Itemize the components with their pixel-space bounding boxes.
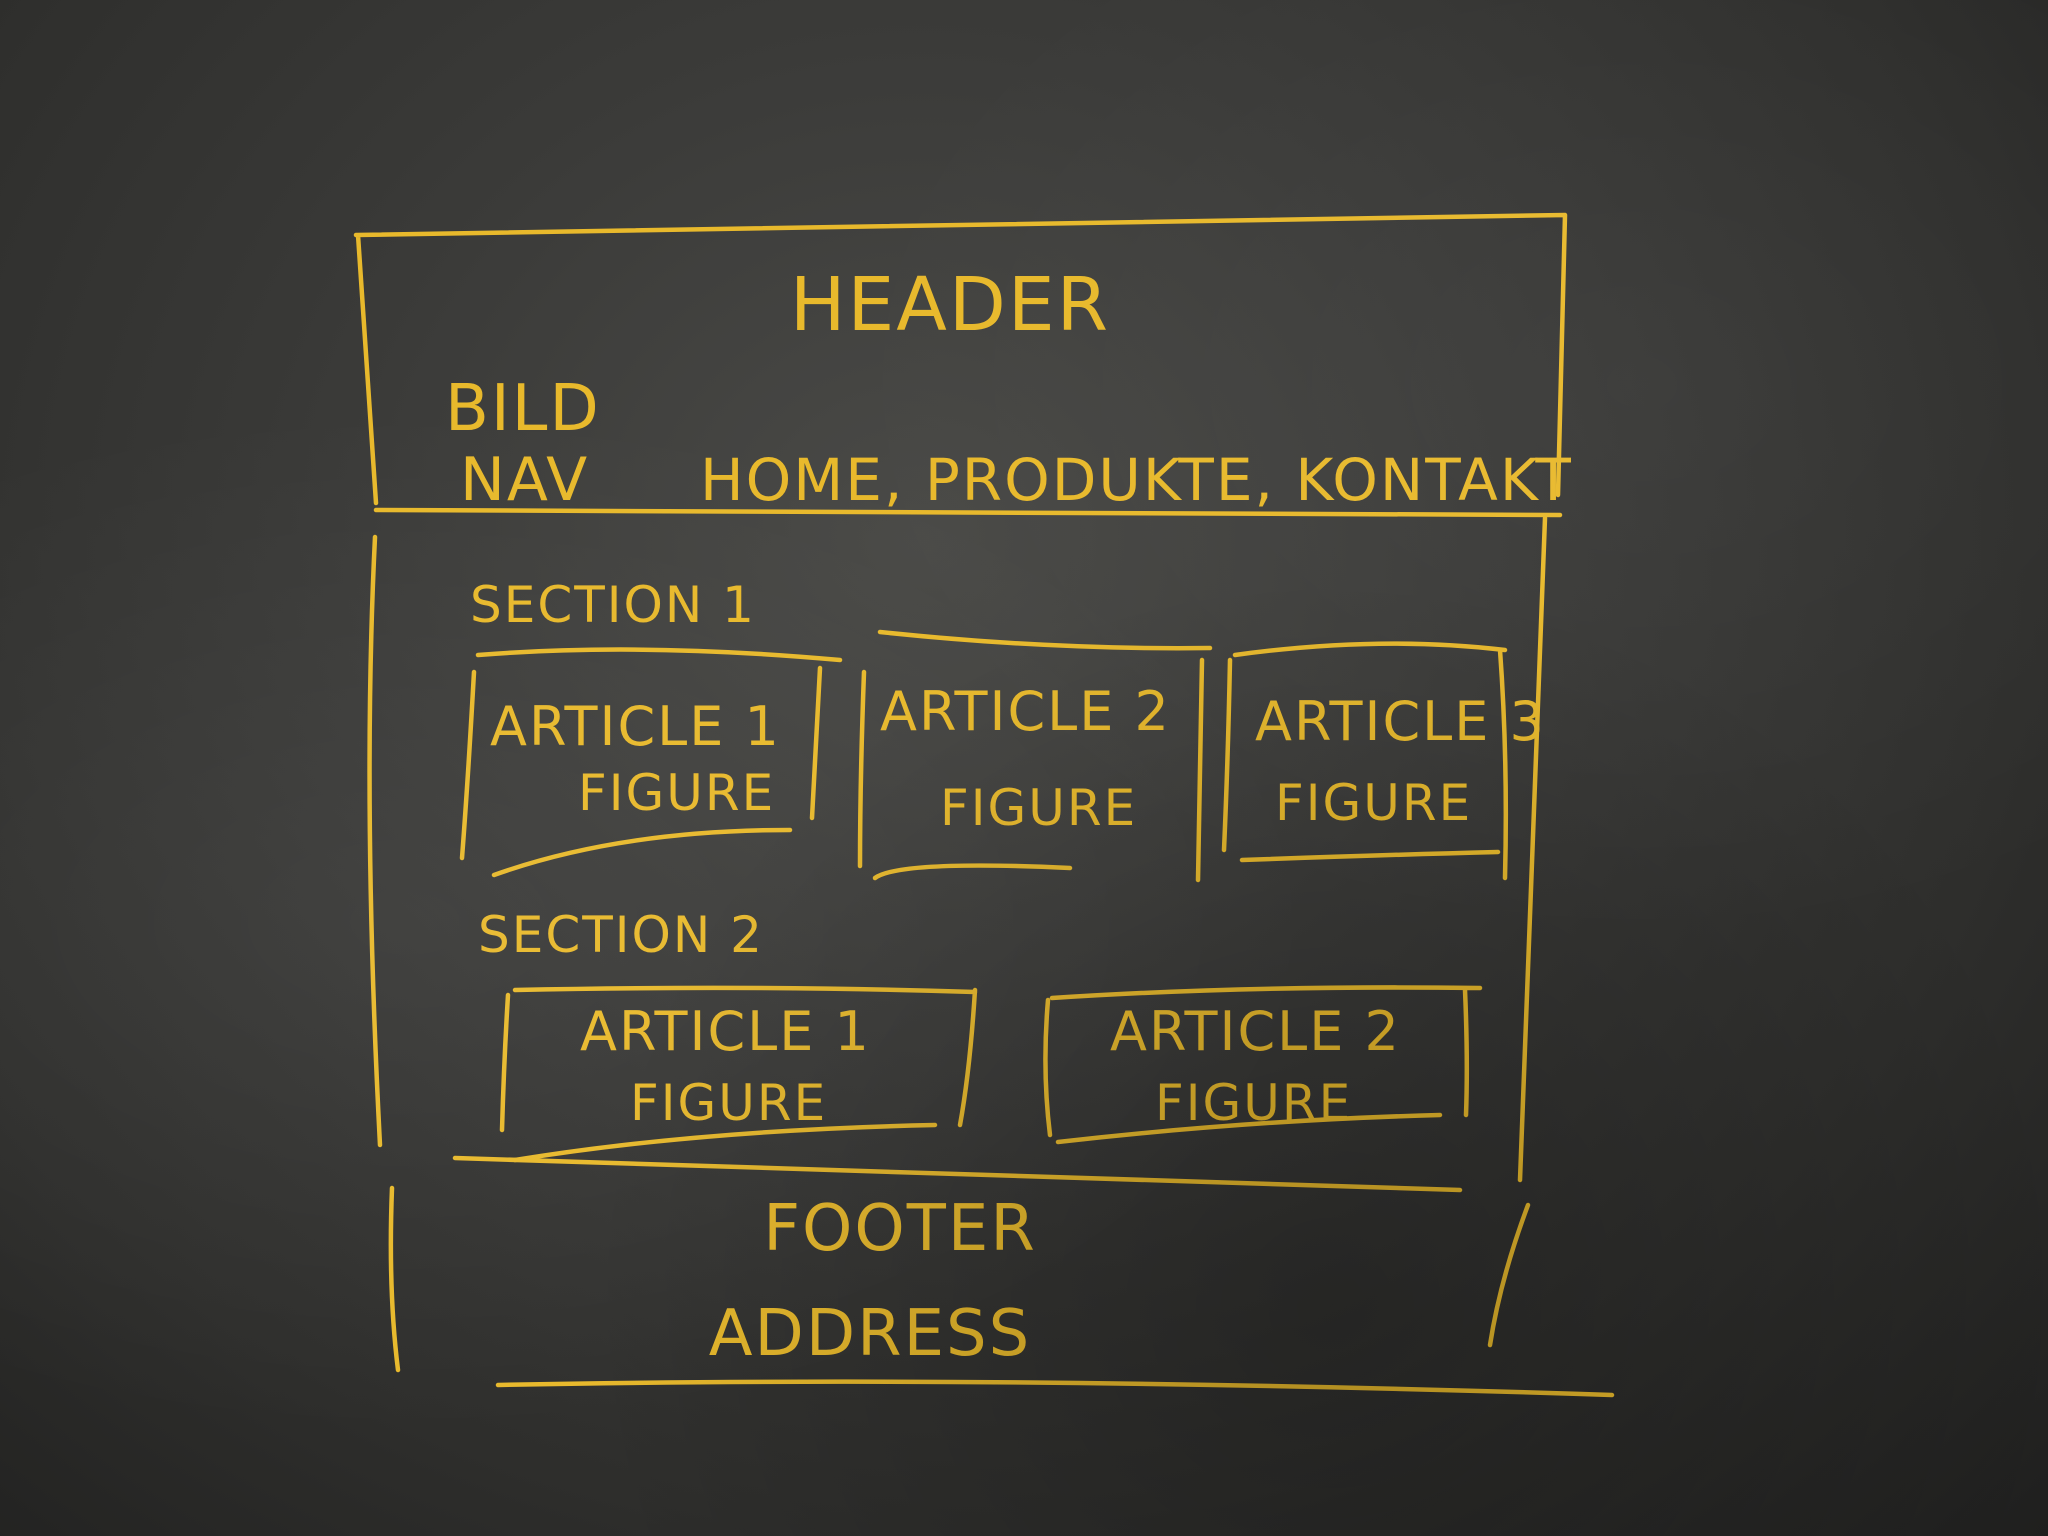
article-figure: FIGURE — [578, 764, 775, 822]
section-2-title: SECTION 2 — [478, 906, 764, 964]
section-1-article-3: ARTICLE 3 FIGURE — [1221, 641, 1546, 881]
footer-box: FOOTER ADDRESS — [388, 1185, 1615, 1398]
footer-address: ADDRESS — [709, 1297, 1032, 1371]
section-2-article-1: ARTICLE 1 FIGURE — [499, 985, 978, 1163]
section-1: SECTION 1 ARTICLE 1 FIGURE ARTICLE 2 FIG… — [459, 576, 1546, 883]
header-bild: BILD — [445, 372, 601, 446]
article-box-outline — [499, 985, 978, 1163]
section-2: SECTION 2 ARTICLE 1 FIGURE ARTICLE 2 FIG… — [478, 906, 1483, 1163]
article-box-outline — [1221, 641, 1509, 881]
footer-title: FOOTER — [763, 1192, 1037, 1266]
article-box-outline — [459, 647, 843, 878]
article-title: ARTICLE 2 — [880, 680, 1171, 743]
section-1-title: SECTION 1 — [470, 576, 756, 634]
article-figure: FIGURE — [1155, 1074, 1352, 1132]
article-box-outline — [1043, 985, 1483, 1145]
article-title: ARTICLE 3 — [1255, 690, 1546, 753]
header-title: HEADER — [790, 262, 1110, 348]
article-title: ARTICLE 1 — [580, 1000, 871, 1063]
main-box-outline — [367, 515, 1548, 1193]
header-nav-items: HOME, PRODUKTE, KONTAKT — [700, 446, 1573, 514]
main-box — [367, 515, 1548, 1193]
article-box-outline — [857, 629, 1213, 883]
article-title: ARTICLE 1 — [490, 695, 781, 758]
article-figure: FIGURE — [1275, 774, 1472, 832]
section-2-article-2: ARTICLE 2 FIGURE — [1043, 985, 1483, 1145]
article-figure: FIGURE — [630, 1074, 827, 1132]
header-nav-label: NAV — [460, 445, 589, 515]
header-box-outline — [353, 212, 1568, 518]
footer-box-outline — [388, 1185, 1615, 1398]
section-1-article-2: ARTICLE 2 FIGURE — [857, 629, 1213, 883]
section-1-article-1: ARTICLE 1 FIGURE — [459, 647, 843, 878]
article-figure: FIGURE — [940, 779, 1137, 837]
article-title: ARTICLE 2 — [1110, 1000, 1401, 1063]
header-box: HEADER BILD NAV HOME, PRODUKTE, KONTAKT — [353, 212, 1573, 518]
